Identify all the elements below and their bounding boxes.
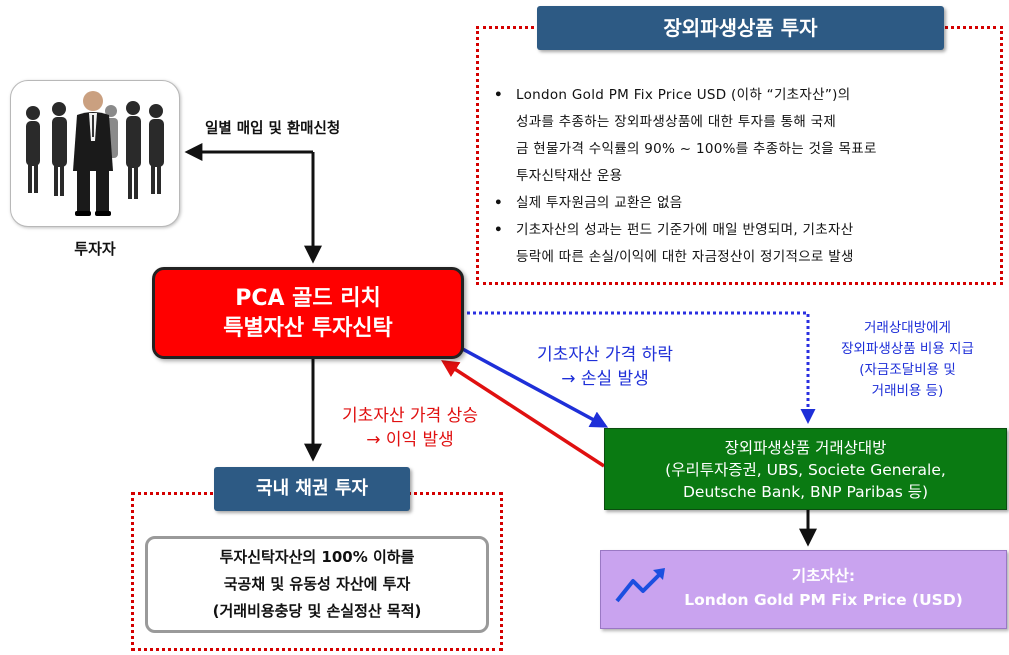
- trend-up-icon: [615, 568, 665, 603]
- derivatives-title: 장외파생상품 투자: [537, 6, 944, 50]
- derivatives-bullet-2: • 실제 투자원금의 교환은 없음: [494, 195, 683, 211]
- underlying-line-2: London Gold PM Fix Price (USD): [684, 591, 963, 609]
- people-photo: [26, 91, 164, 216]
- derivatives-bullet-1: • London Gold PM Fix Price USD (이하 “기초자산…: [494, 87, 877, 184]
- investor-flow-label: 일별 매입 및 환매신청: [205, 121, 341, 137]
- derivatives-bullets: • London Gold PM Fix Price USD (이하 “기초자산…: [490, 82, 1000, 271]
- loss-label: 기초자산 가격 하락 → 손실 발생: [537, 345, 673, 389]
- derivatives-bullet-3: • 기초자산의 성과는 펀드 기준가에 매일 반영되며, 기초자산 등락에 따른…: [494, 222, 854, 265]
- cost-note: 거래상대방에게 장외파생상품 비용 지급 (자금조달비용 및 거래비용 등): [841, 320, 974, 399]
- underlying-box: 기초자산: London Gold PM Fix Price (USD): [600, 550, 1007, 629]
- bonds-title: 국내 채권 투자: [214, 467, 410, 511]
- bonds-content: 투자신탁자산의 100% 이하를 국공채 및 유동성 자산에 투자 (거래비용충…: [145, 536, 489, 633]
- loss-arrow: [445, 338, 609, 428]
- investor-photo: [10, 80, 180, 227]
- investor-label: 투자자: [74, 240, 116, 258]
- fund-name-line-1: PCA 골드 리치: [235, 286, 381, 311]
- underlying-line-1: 기초자산:: [791, 567, 856, 585]
- profit-label: 기초자산 가격 상승 → 이익 발생: [342, 406, 478, 450]
- fund-name-line-2: 특별자산 투자신탁: [223, 316, 393, 341]
- fund-box: PCA 골드 리치 특별자산 투자신탁: [152, 267, 464, 359]
- counterparty-box: 장외파생상품 거래상대방 (우리투자증권, UBS, Societe Gener…: [604, 428, 1007, 510]
- profit-arrow: [441, 360, 605, 468]
